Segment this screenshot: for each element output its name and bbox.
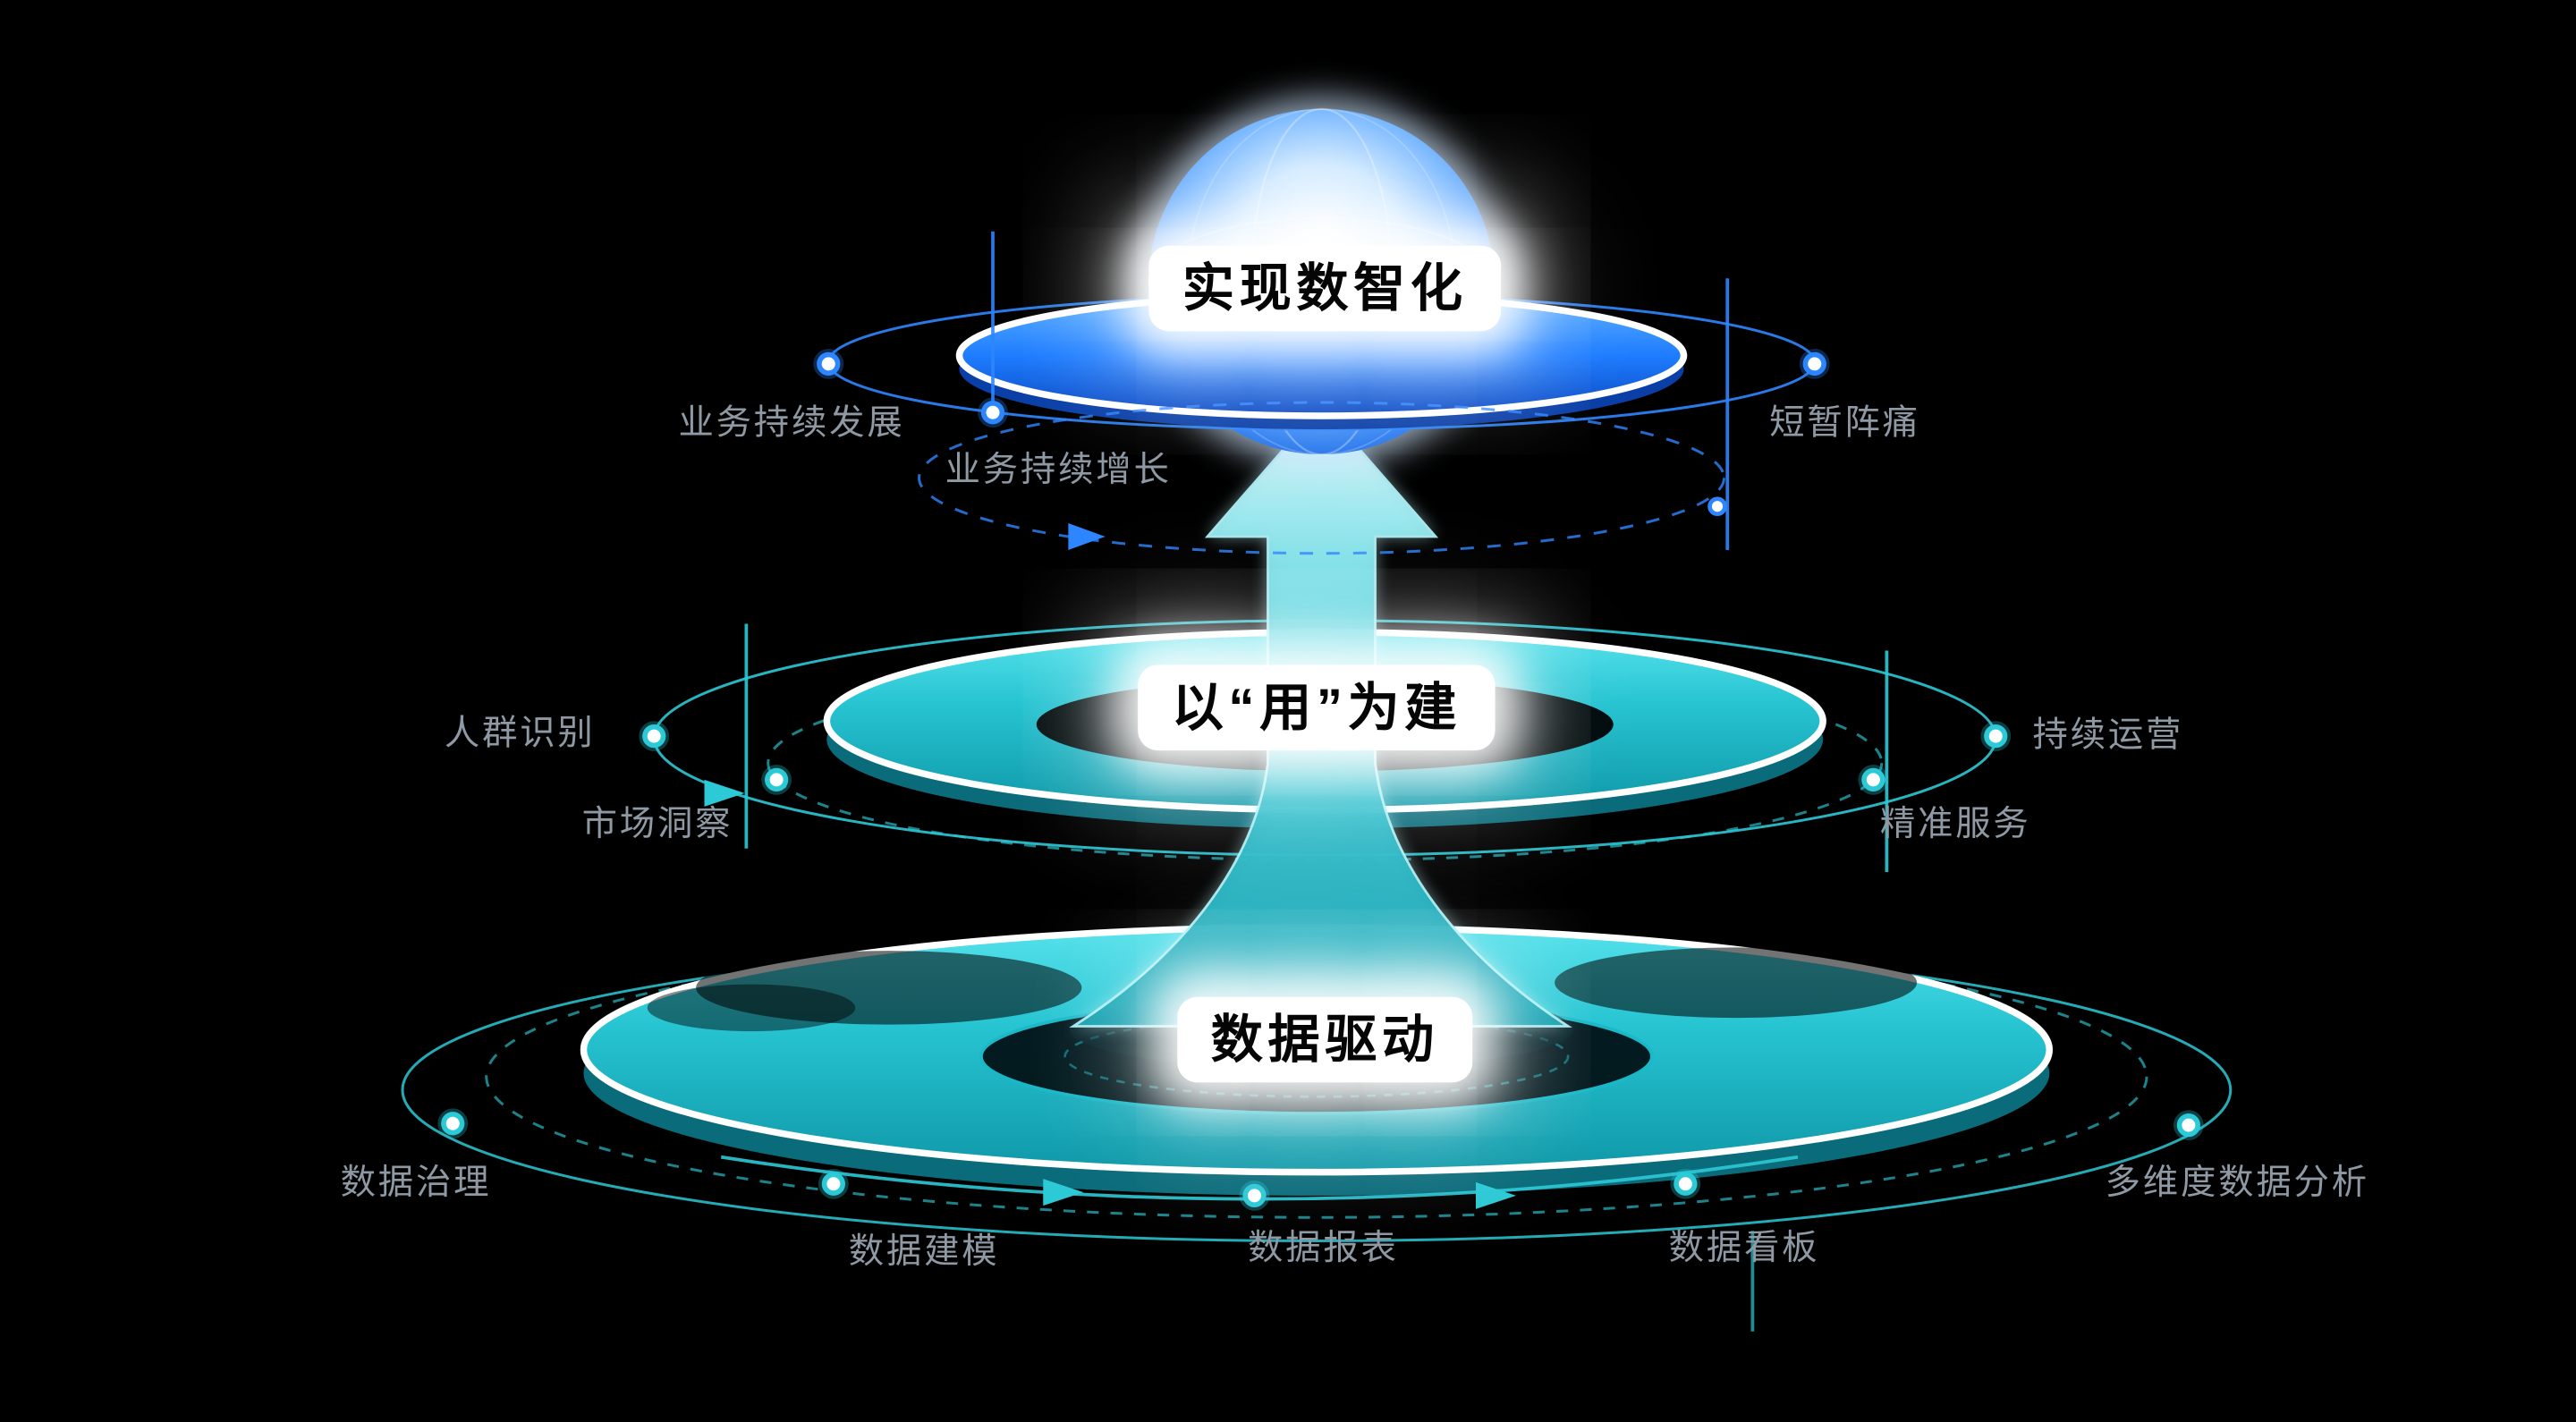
dot-bottom-right: [2174, 1110, 2204, 1140]
dot-mid-left: [639, 721, 670, 751]
connector-dots: [437, 349, 2204, 1211]
label-data-dashboard: 数据看板: [1668, 1229, 1820, 1268]
label-data-modeling: 数据建模: [848, 1232, 1000, 1272]
label-data-reports: 数据报表: [1248, 1229, 1399, 1268]
dot-bottom-front-right: [1670, 1168, 1701, 1199]
dot-top-left: [813, 349, 844, 379]
label-precision-service: 精准服务: [1879, 805, 2031, 844]
dot-top-front: [978, 397, 1008, 428]
bottom-arc-arrowhead-left: [1043, 1179, 1084, 1206]
label-continuous-operation: 持续运营: [2032, 715, 2184, 755]
bottom-hole-inner-ring: [1063, 1014, 1570, 1098]
dot-bottom-front-center: [1239, 1181, 1270, 1211]
label-audience-identification: 人群识别: [444, 714, 596, 753]
dot-mid-right-inner: [1858, 765, 1889, 795]
label-multidimensional-data-analysis: 多维度数据分析: [2105, 1164, 2369, 1203]
bottom-gear-silhouette-left: [696, 951, 1082, 1025]
label-data-governance: 数据治理: [340, 1164, 492, 1203]
middle-orbit-arrowhead: [704, 779, 745, 807]
dot-bottom-left: [437, 1108, 469, 1139]
tier-title-top: 实现数智化: [1148, 245, 1502, 332]
bottom-gear-silhouette-left2: [647, 984, 856, 1032]
label-business-sustained-development: 业务持续发展: [678, 403, 905, 443]
dot-mid-left-inner: [761, 765, 792, 795]
vertical-guides: [744, 231, 1889, 1409]
middle-dashed-orbit: [767, 664, 1884, 862]
tier-title-middle: 以“用”为建: [1138, 664, 1496, 751]
dot-top-dashed-right: [1707, 496, 1727, 517]
dot-top-right: [1799, 349, 1830, 379]
dot-bottom-front-left: [818, 1168, 849, 1199]
label-short-term-pain: 短暂阵痛: [1769, 403, 1920, 443]
tier-title-bottom: 数据驱动: [1177, 996, 1473, 1083]
bottom-gear-silhouette-right: [1555, 947, 1918, 1019]
top-dashed-arrowhead: [1068, 523, 1106, 550]
dot-mid-right: [1980, 721, 2012, 751]
top-dashed-orbit: [918, 401, 1725, 555]
label-market-insight: 市场洞察: [581, 805, 733, 844]
bottom-arc-arrowhead-right: [1476, 1181, 1516, 1209]
label-business-sustained-growth: 业务持续增长: [945, 451, 1172, 490]
